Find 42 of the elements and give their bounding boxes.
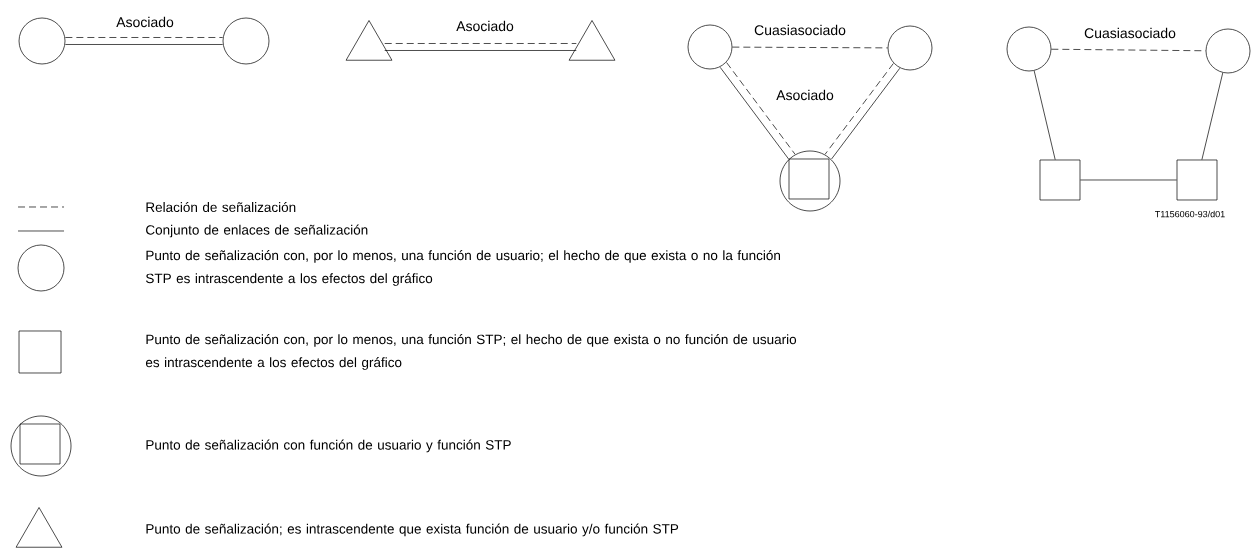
circle-node — [10, 415, 72, 477]
legend-text: Punto de señalización con, por lo menos, una función de usuario; el hecho de que exista o no la función STP es intrascendente a los efectos del gráfico — [146, 250, 780, 286]
dashed-line — [726, 62, 796, 155]
edge-label: Asociado — [455, 19, 515, 33]
legend-text: Punto de señalización con, por lo menos, una función STP; el hecho de que exista o no función de usuario es intrascendente a los efectos del gráfico — [145, 334, 797, 370]
square-node — [1176, 159, 1218, 201]
circle-node — [17, 244, 65, 292]
square-node — [788, 158, 830, 200]
square-node — [1039, 159, 1081, 201]
line — [831, 67, 901, 160]
circle-node — [1205, 28, 1251, 74]
circle-node — [779, 150, 841, 212]
triangle-node — [345, 20, 393, 61]
circle-node — [887, 25, 933, 71]
edge-label: Cuasiasociado — [753, 23, 847, 37]
circle-node — [1006, 26, 1052, 72]
dashed-line — [732, 46, 888, 49]
line — [1080, 179, 1177, 181]
line — [1201, 72, 1224, 160]
square-node — [18, 330, 62, 374]
edge-label: Asociado — [115, 15, 175, 29]
triangle-node — [15, 507, 63, 548]
line — [65, 44, 223, 45]
square-node — [19, 423, 61, 465]
line — [384, 50, 577, 51]
legend-text: Conjunto de enlaces de señalización — [146, 224, 368, 238]
dashed-line — [384, 43, 577, 44]
line — [719, 66, 789, 160]
legend-text: Punto de señalización con función de usuario y función STP — [146, 439, 511, 453]
dashed-line — [65, 37, 223, 38]
figure-code: T1156060-93/d01 — [1153, 209, 1227, 219]
dashed-line — [1051, 48, 1206, 52]
dashed-line — [824, 63, 894, 155]
circle-node — [687, 24, 733, 70]
circle-node — [222, 17, 270, 65]
line — [1033, 70, 1056, 160]
legend-text: Relación de señalización — [146, 201, 296, 212]
text-label: Asociado — [775, 88, 835, 102]
triangle-node — [568, 20, 616, 61]
legend-text: Punto de señalización; es intrascendente que exista función de usuario y/o función STP — [146, 523, 679, 537]
edge-label: Cuasiasociado — [1083, 26, 1177, 40]
circle-node — [18, 17, 66, 65]
